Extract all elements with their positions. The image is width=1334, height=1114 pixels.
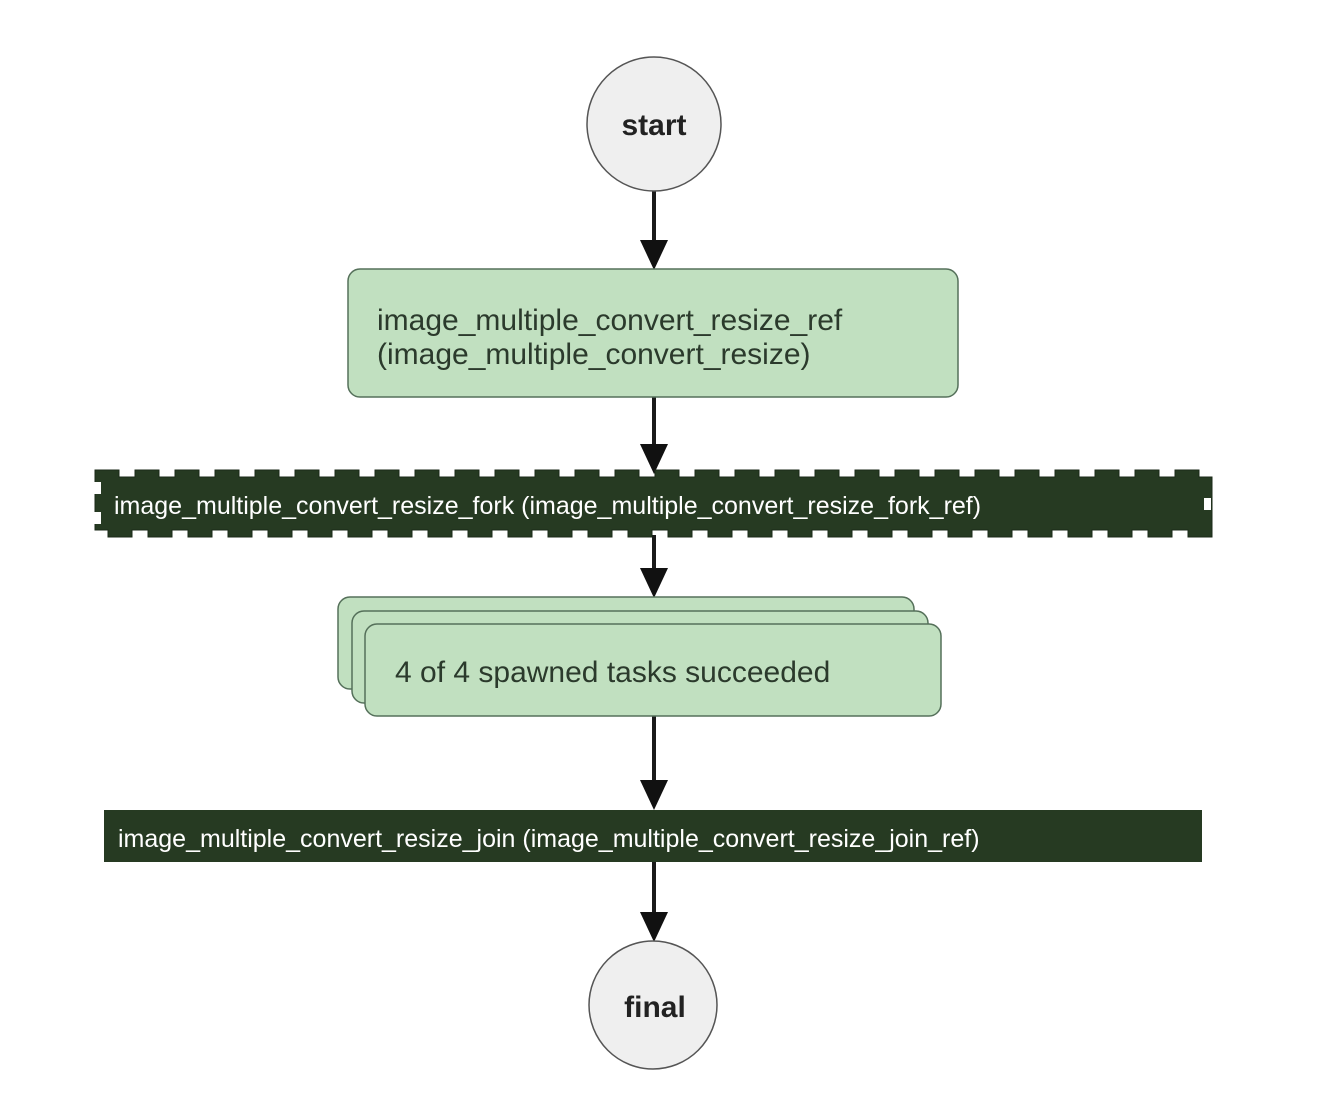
task-node-box xyxy=(347,268,959,398)
arrowhead-icon xyxy=(640,912,668,942)
final-node-label: final xyxy=(624,991,686,1024)
arrowhead-icon xyxy=(640,780,668,810)
join-node[interactable]: image_multiple_convert_resize_join (imag… xyxy=(104,810,1202,862)
arrowhead-icon xyxy=(640,444,668,474)
task-node[interactable]: image_multiple_convert_resize_ref (image… xyxy=(347,268,959,398)
final-node[interactable]: final xyxy=(588,940,718,1070)
fork-bar-notch xyxy=(1204,498,1211,510)
edges xyxy=(640,191,668,942)
join-node-label: image_multiple_convert_resize_join (imag… xyxy=(118,825,980,853)
fork-bar-notch xyxy=(94,512,101,524)
spawned-tasks-label: 4 of 4 spawned tasks succeeded xyxy=(395,656,830,689)
fork-node-bar xyxy=(94,469,1213,538)
fork-bar-notch xyxy=(94,482,101,494)
final-node-circle xyxy=(588,940,718,1070)
start-node[interactable]: start xyxy=(586,56,722,192)
task-node-label-line2: (image_multiple_convert_resize) xyxy=(377,338,811,371)
arrowhead-icon xyxy=(640,240,668,270)
spawned-tasks-node[interactable]: 4 of 4 spawned tasks succeeded xyxy=(337,596,942,717)
task-node-label-line1: image_multiple_convert_resize_ref xyxy=(377,304,843,337)
spawned-task-card-front xyxy=(364,623,942,717)
start-node-circle xyxy=(586,56,722,192)
join-node-bar xyxy=(104,810,1202,862)
fork-node-label: image_multiple_convert_resize_fork (imag… xyxy=(114,492,981,520)
fork-node[interactable]: image_multiple_convert_resize_fork (imag… xyxy=(94,469,1213,538)
start-node-label: start xyxy=(621,109,686,142)
arrowhead-icon xyxy=(640,568,668,598)
